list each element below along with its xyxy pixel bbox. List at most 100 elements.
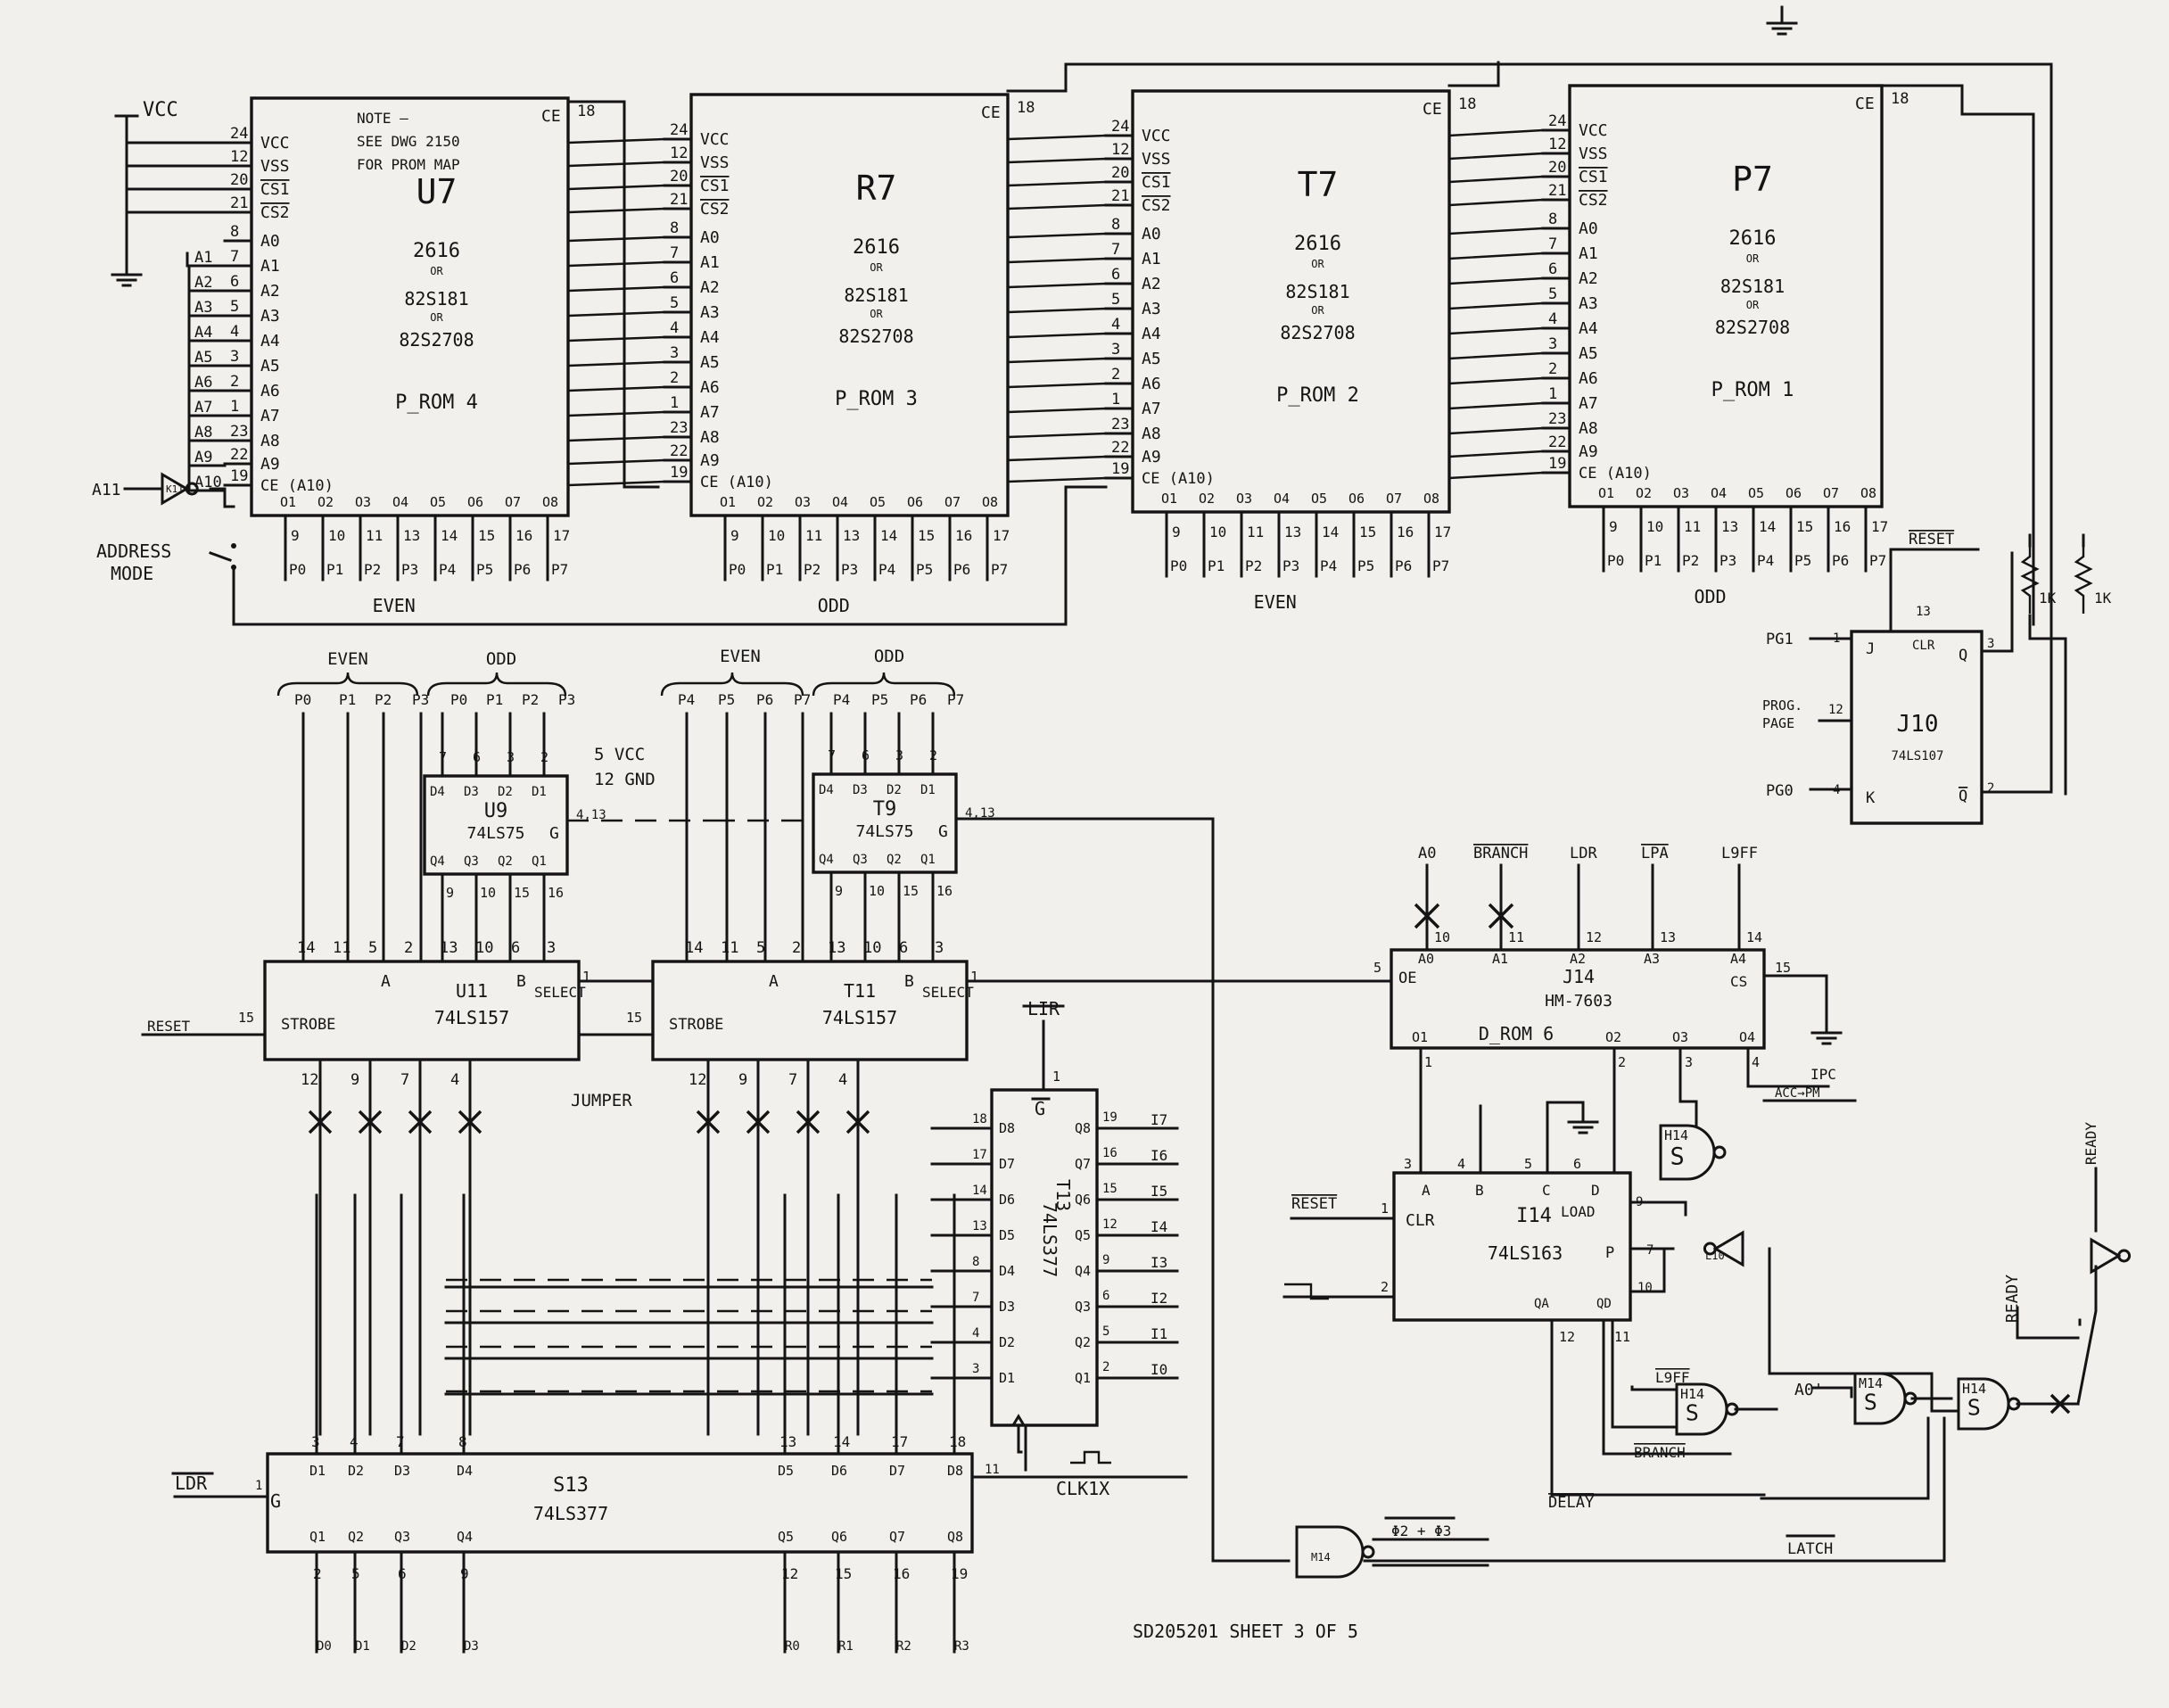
- pin-name: QA: [1534, 1297, 1549, 1311]
- pin-name: A8: [1579, 419, 1598, 438]
- pin-number: 6: [1548, 260, 1557, 278]
- gate-ref: M14: [1311, 1551, 1331, 1564]
- signal-wire: [1768, 1247, 1960, 1413]
- pin-name: A: [381, 972, 391, 991]
- chip-ref: J10: [1897, 711, 1939, 738]
- pin-number: 22: [670, 442, 688, 460]
- pin-name: Q1: [920, 853, 936, 867]
- bus-group: EVEN: [327, 649, 368, 669]
- address-bus-wire: [567, 360, 665, 367]
- pin-number: 4: [1457, 1156, 1465, 1172]
- chip-ref: U11: [456, 980, 488, 1002]
- pin-name: A8: [260, 432, 280, 450]
- pin-name: A9: [700, 451, 720, 470]
- bus-brace: [660, 672, 804, 697]
- pin-number: 7: [439, 749, 447, 765]
- bus-name: P0: [289, 561, 306, 578]
- pin-number: 16: [1834, 518, 1851, 535]
- pin-number: 7: [972, 1291, 979, 1305]
- pin-name: STROBE: [669, 1016, 723, 1034]
- pin-name: A0: [1579, 219, 1598, 238]
- pin-name: D2: [348, 1463, 364, 1479]
- chip-alt: 82S2708: [1715, 317, 1790, 338]
- chip-part: 74LS107: [1891, 749, 1943, 763]
- pin-name: A9: [1142, 448, 1161, 466]
- bus-name: P2: [1245, 557, 1262, 574]
- nand-gate-a0-ref: M14: [1859, 1375, 1883, 1391]
- address-bus-wire: [567, 458, 665, 466]
- pin-name: A6: [700, 378, 720, 397]
- counter-chip-i14: [1392, 1171, 1632, 1322]
- signal-label: ACC→PM: [1775, 1086, 1820, 1101]
- pin-number: 12: [230, 148, 248, 166]
- bus-name: P1: [339, 691, 356, 708]
- address-name: A3: [194, 299, 212, 317]
- a11-output-wire: [209, 487, 235, 508]
- bus-name: P5: [1794, 552, 1811, 569]
- pin-number: 7: [1111, 241, 1120, 259]
- pin-number: 4: [670, 319, 679, 337]
- bus-name: D0: [317, 1639, 332, 1654]
- address-bus-wire: [1007, 232, 1107, 239]
- pin-name: O2: [757, 494, 773, 510]
- jumper-cross: [1414, 903, 1440, 929]
- pin-number: 10: [1434, 929, 1450, 945]
- pin-number: 16: [893, 1565, 910, 1582]
- pin-number: 11: [1508, 929, 1524, 945]
- bus-name: P3: [1282, 557, 1299, 574]
- bus-name: P7: [1432, 557, 1449, 574]
- address-bus-wire: [1007, 134, 1107, 141]
- pin-name: O6: [467, 494, 483, 510]
- bus-name: P4: [878, 561, 895, 578]
- pin-number: 5: [1102, 1324, 1109, 1339]
- pin-name: Q2: [1075, 1334, 1091, 1350]
- chip-ref: T9: [873, 798, 897, 821]
- pin-number: 8: [458, 1433, 467, 1450]
- inverter-gate-bubble: [185, 482, 199, 496]
- chip-alt: 82S2708: [1280, 322, 1355, 343]
- address-bus-wire: [567, 335, 665, 342]
- pin-name: D1: [532, 785, 547, 799]
- pin-number: 15: [835, 1565, 852, 1582]
- cs-wire: [1762, 974, 1828, 1019]
- pin-number: 1: [582, 969, 590, 985]
- bus-name: P4: [833, 691, 850, 708]
- pin-name: CLR: [1912, 639, 1935, 653]
- pin-name: O5: [1748, 485, 1764, 501]
- pin-number: 14: [972, 1184, 987, 1198]
- ce-chain-wire: [566, 100, 660, 489]
- pin-number: 19: [951, 1565, 968, 1582]
- pin-number: 13: [403, 527, 420, 544]
- bus-brace: [426, 672, 567, 697]
- pin-name: D2: [999, 1334, 1015, 1350]
- pin-name: Q3: [464, 854, 479, 869]
- pin-number: 17: [891, 1433, 908, 1450]
- signal-label: L9FF: [1721, 845, 1758, 862]
- chip-or: OR: [1746, 252, 1760, 265]
- latch-enable-wire: [954, 817, 1291, 1563]
- pin-number: 6: [398, 1565, 407, 1582]
- bus-name: P4: [1757, 552, 1774, 569]
- pin-number: 3: [1548, 335, 1557, 353]
- pin-name: O2: [1199, 491, 1215, 507]
- pin-name: VCC: [700, 130, 730, 149]
- bus-name: P5: [916, 561, 933, 578]
- pin-number: 6: [511, 939, 520, 957]
- pin-number: 2: [313, 1565, 322, 1582]
- pin-name: Q2: [498, 854, 513, 869]
- pin-name: A0: [700, 228, 720, 247]
- prom-chip-p7: [1568, 84, 1884, 508]
- pin-name: D3: [394, 1463, 410, 1479]
- pin-name: O3: [1236, 491, 1252, 507]
- jumper-cross: [696, 1110, 721, 1135]
- chip-or: OR: [870, 261, 883, 274]
- pin-name: D5: [999, 1227, 1015, 1243]
- chip-ref: R7: [856, 169, 897, 208]
- ff-wire: [1980, 551, 2014, 653]
- pin-name: A8: [1142, 425, 1161, 443]
- address-name: A5: [194, 349, 212, 367]
- bus-name: P3: [1720, 552, 1736, 569]
- bus-name: P7: [794, 691, 811, 708]
- pin-number: 13: [972, 1219, 987, 1234]
- bus-name: R2: [896, 1639, 911, 1654]
